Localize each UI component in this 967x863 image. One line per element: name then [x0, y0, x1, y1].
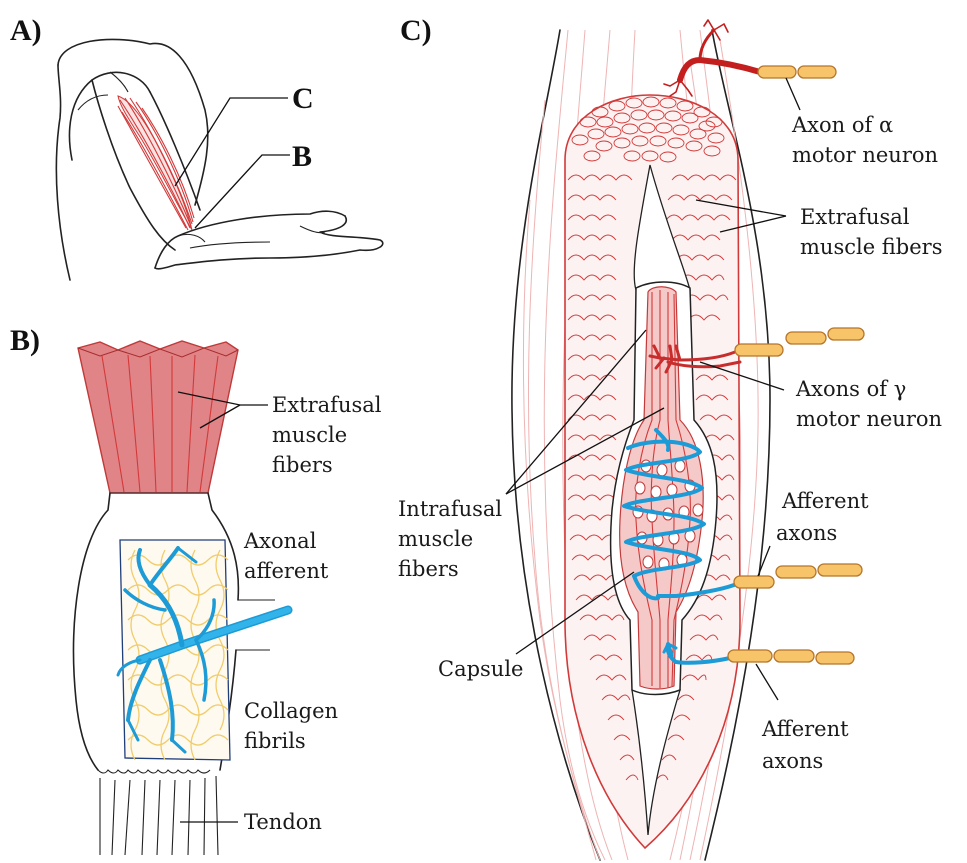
tendon-organ-icon [74, 341, 288, 855]
label-b-axonal-afferent: Axonal afferent [243, 529, 329, 583]
panel-b-letter: B) [10, 324, 40, 357]
label-b-tendon: Tendon [180, 810, 322, 834]
label-text: axons [776, 521, 837, 545]
label-text: axons [762, 749, 823, 773]
label-text: Axons of γ [795, 377, 906, 401]
label-text: muscle [398, 527, 473, 551]
label-text: fibers [398, 557, 459, 581]
label-c-alpha-axon: Axon of α motor neuron [786, 78, 938, 167]
label-text: fibrils [244, 729, 306, 753]
panel-a-letter: A) [10, 14, 42, 47]
label-text: Afferent [781, 489, 869, 513]
label-text: Intrafusal [398, 497, 502, 521]
label-text: Axon of α [791, 113, 893, 137]
label-text: motor neuron [792, 143, 938, 167]
label-text: Axonal [243, 529, 317, 553]
label-text: motor neuron [796, 407, 942, 431]
label-text: afferent [244, 559, 329, 583]
label-text: Tendon [244, 810, 322, 834]
label-text: Extrafusal [800, 205, 910, 229]
label-text: muscle fibers [800, 235, 943, 259]
panel-c-letter: C) [400, 14, 432, 47]
label-c-afferent-top: Afferent axons [758, 489, 869, 576]
label-text: fibers [272, 453, 333, 477]
panel-a: A) [10, 14, 383, 280]
label-text: muscle [272, 423, 347, 447]
label-b-collagen: Collagen fibrils [244, 699, 338, 753]
label-text: Capsule [438, 657, 523, 681]
label-text: Extrafusal [272, 393, 382, 417]
callout-c-letter: C [292, 82, 314, 115]
label-text: Collagen [244, 699, 338, 723]
label-text: Afferent [761, 717, 849, 741]
panel-c: C) [398, 14, 943, 860]
panel-b: B) [10, 324, 382, 855]
label-c-afferent-bottom: Afferent axons [756, 664, 849, 773]
arm-outline-icon [56, 39, 382, 280]
callout-b-letter: B [292, 140, 312, 173]
